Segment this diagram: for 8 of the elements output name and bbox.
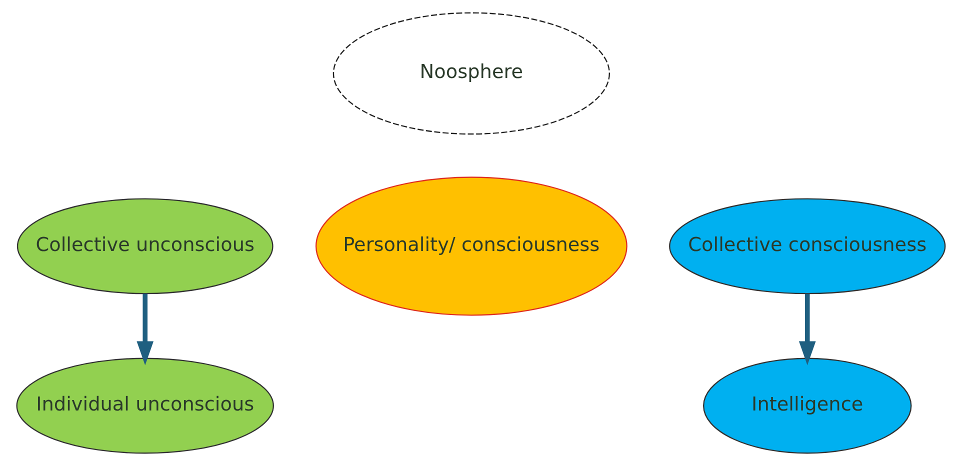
node-ellipse: Collective consciousness <box>669 198 946 294</box>
node-ellipse: Collective unconscious <box>16 198 274 294</box>
node-ellipse: Intelligence <box>702 358 912 454</box>
node-ellipse: Noosphere <box>332 12 610 135</box>
node-ellipse: Individual unconscious <box>16 358 274 454</box>
arrow <box>136 294 154 366</box>
node-ellipse: Personality/ consciousness <box>315 176 628 316</box>
arrow <box>798 294 816 366</box>
